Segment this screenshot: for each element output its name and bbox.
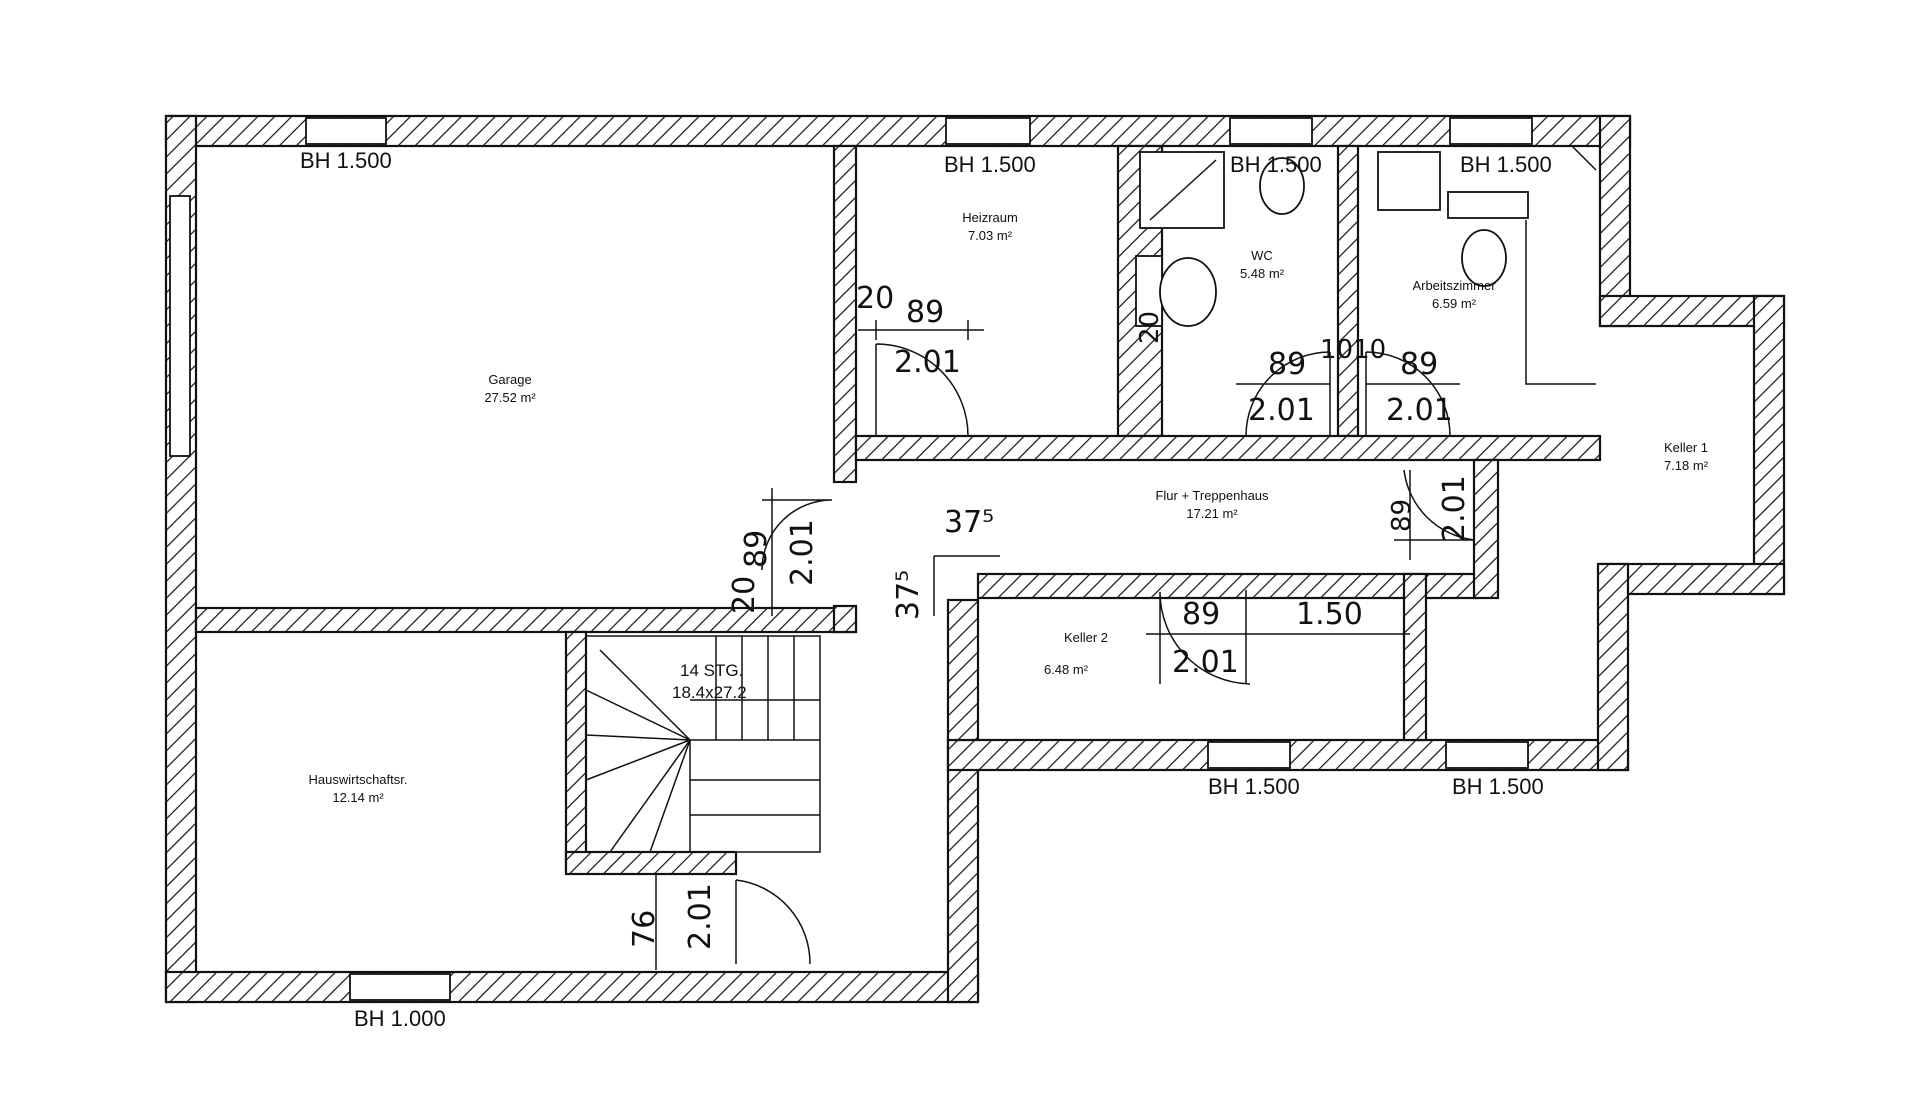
wall-wc-arbeit: [1336, 144, 1360, 438]
boiler: [1447, 191, 1529, 219]
room-wc-name: WC: [1251, 248, 1273, 263]
room-arbeitszimmer-area: 6.59 m²: [1432, 296, 1477, 311]
wall-bottom-left: [164, 970, 980, 1004]
door-flur: [1394, 469, 1475, 541]
dim-mid-1010: 1010: [1320, 335, 1386, 365]
dim-flur-201: 2.01: [1437, 475, 1472, 542]
room-heizraum-name: Heizraum: [962, 210, 1018, 225]
bh-hauswirtschaft: BH 1.000: [354, 1006, 446, 1031]
dim-hw-76: 76: [627, 910, 662, 948]
bh-heizraum: BH 1.500: [944, 152, 1036, 177]
bh-keller2: BH 1.500: [1208, 774, 1300, 799]
washing-machine: [1377, 151, 1441, 211]
dim-hw-201: 2.01: [683, 883, 718, 950]
dim-heiz-89: 89: [906, 295, 944, 330]
corner-detail: [1571, 145, 1597, 171]
room-hauswirtschaft-name: Hauswirtschaftsr.: [309, 772, 408, 787]
window-keller2: [1207, 741, 1291, 769]
windows: [169, 117, 1533, 1001]
wall-stair-bottom: [564, 850, 738, 876]
room-flur-name: Flur + Treppenhaus: [1155, 488, 1269, 503]
staircase: 14 STG. 18.4x27.2: [585, 635, 821, 853]
wall-stair-left: [564, 630, 588, 874]
dim-gar-201: 2.01: [785, 519, 820, 586]
dim-gar-20: 20: [727, 576, 762, 614]
door-wc: [1245, 351, 1331, 437]
wall-garage-right: [832, 144, 858, 484]
bh-garage: BH 1.500: [300, 148, 392, 173]
door-hauswirtschaft: [735, 879, 811, 965]
bh-arbeitszimmer: BH 1.500: [1460, 152, 1552, 177]
wall-keller1-bottom: [1598, 562, 1786, 596]
dimension-labels: 20 89 2.01 20 89 2.01 1010 89 2.01 89 2.…: [627, 281, 1472, 950]
wall-garage-bottom: [194, 606, 858, 634]
door-heizraum: [875, 343, 969, 437]
stair-steps: [585, 636, 820, 853]
window-garage: [305, 117, 387, 145]
room-keller1-name: Keller 1: [1664, 440, 1708, 455]
dim-k2-89: 89: [1182, 597, 1220, 632]
room-labels: Garage 27.52 m² Heizraum 7.03 m² WC 5.48…: [309, 210, 1709, 805]
door-arbeitszimmer: [1365, 351, 1451, 437]
room-wc-area: 5.48 m²: [1240, 266, 1285, 281]
dimension-lines: [655, 320, 1460, 970]
window-keller1: [1445, 741, 1529, 769]
stair-size-label: 18.4x27.2: [672, 683, 747, 702]
bh-keller1: BH 1.500: [1452, 774, 1544, 799]
wall-keller1-lower: [1596, 562, 1630, 772]
stair-outline: [585, 635, 821, 853]
toilet-arbeitszimmer: [1461, 229, 1507, 287]
washbasin-counter: [1135, 255, 1163, 327]
toilet-wc: [1259, 157, 1305, 215]
wall-flur-left-step: [946, 598, 980, 742]
room-keller2-area: 6.48 m²: [1044, 662, 1089, 677]
window-hauswirtschaft: [349, 973, 451, 1001]
room-heizraum-area: 7.03 m²: [968, 228, 1013, 243]
wall-keller1-right: [1752, 294, 1786, 596]
cabinet: [1525, 220, 1596, 385]
wall-keller-divider: [1402, 572, 1428, 742]
window-labels: BH 1.500 BH 1.500 BH 1.500 BH 1.500 BH 1…: [300, 148, 1552, 1031]
wall-bottom-right-step: [946, 738, 980, 1004]
room-garage-area: 27.52 m²: [484, 390, 536, 405]
door-garage: [761, 499, 833, 571]
dim-wc-89: 89: [1268, 347, 1306, 382]
room-arbeitszimmer-name: Arbeitszimmer: [1412, 278, 1496, 293]
wall-flur-right: [1472, 458, 1500, 600]
dim-heiz-20: 20: [856, 281, 894, 316]
stair-steps-label: 14 STG.: [680, 661, 743, 680]
dim-k2-150: 1.50: [1296, 597, 1363, 632]
window-arbeitszimmer: [1449, 117, 1533, 145]
dim-gar-89: 89: [739, 530, 774, 568]
wall-right-top: [1598, 114, 1632, 328]
window-heizraum: [945, 117, 1031, 145]
room-keller1-area: 7.18 m²: [1664, 458, 1709, 473]
room-flur-area: 17.21 m²: [1186, 506, 1238, 521]
room-keller2-name: Keller 2: [1064, 630, 1108, 645]
dim-flur-375b: 37⁵: [891, 570, 926, 620]
dim-wc-201: 2.01: [1248, 393, 1315, 428]
doors: [735, 343, 1475, 965]
washbasin: [1159, 257, 1217, 327]
wall-garage-stub: [832, 604, 858, 634]
fixtures: [1135, 145, 1597, 385]
room-garage-name: Garage: [488, 372, 531, 387]
dim-heiz-201: 2.01: [894, 345, 961, 380]
room-hauswirtschaft-area: 12.14 m²: [332, 790, 384, 805]
dim-arb-201: 2.01: [1386, 393, 1453, 428]
wall-flur-bottom: [976, 572, 1480, 600]
dim-k2-201: 2.01: [1172, 645, 1239, 680]
exterior-walls: [164, 114, 1786, 1004]
door-keller2: [1159, 591, 1251, 685]
wall-rooms-bottom: [854, 434, 1602, 462]
bh-wc: BH 1.500: [1230, 152, 1322, 177]
dim-flur-89: 89: [1387, 499, 1417, 532]
dim-flur-375a: 37⁵: [944, 505, 994, 540]
dim-wc-20: 20: [1135, 311, 1165, 344]
dim-arb-89: 89: [1400, 347, 1438, 382]
garage-gate: [169, 195, 191, 457]
window-wc: [1229, 117, 1313, 145]
